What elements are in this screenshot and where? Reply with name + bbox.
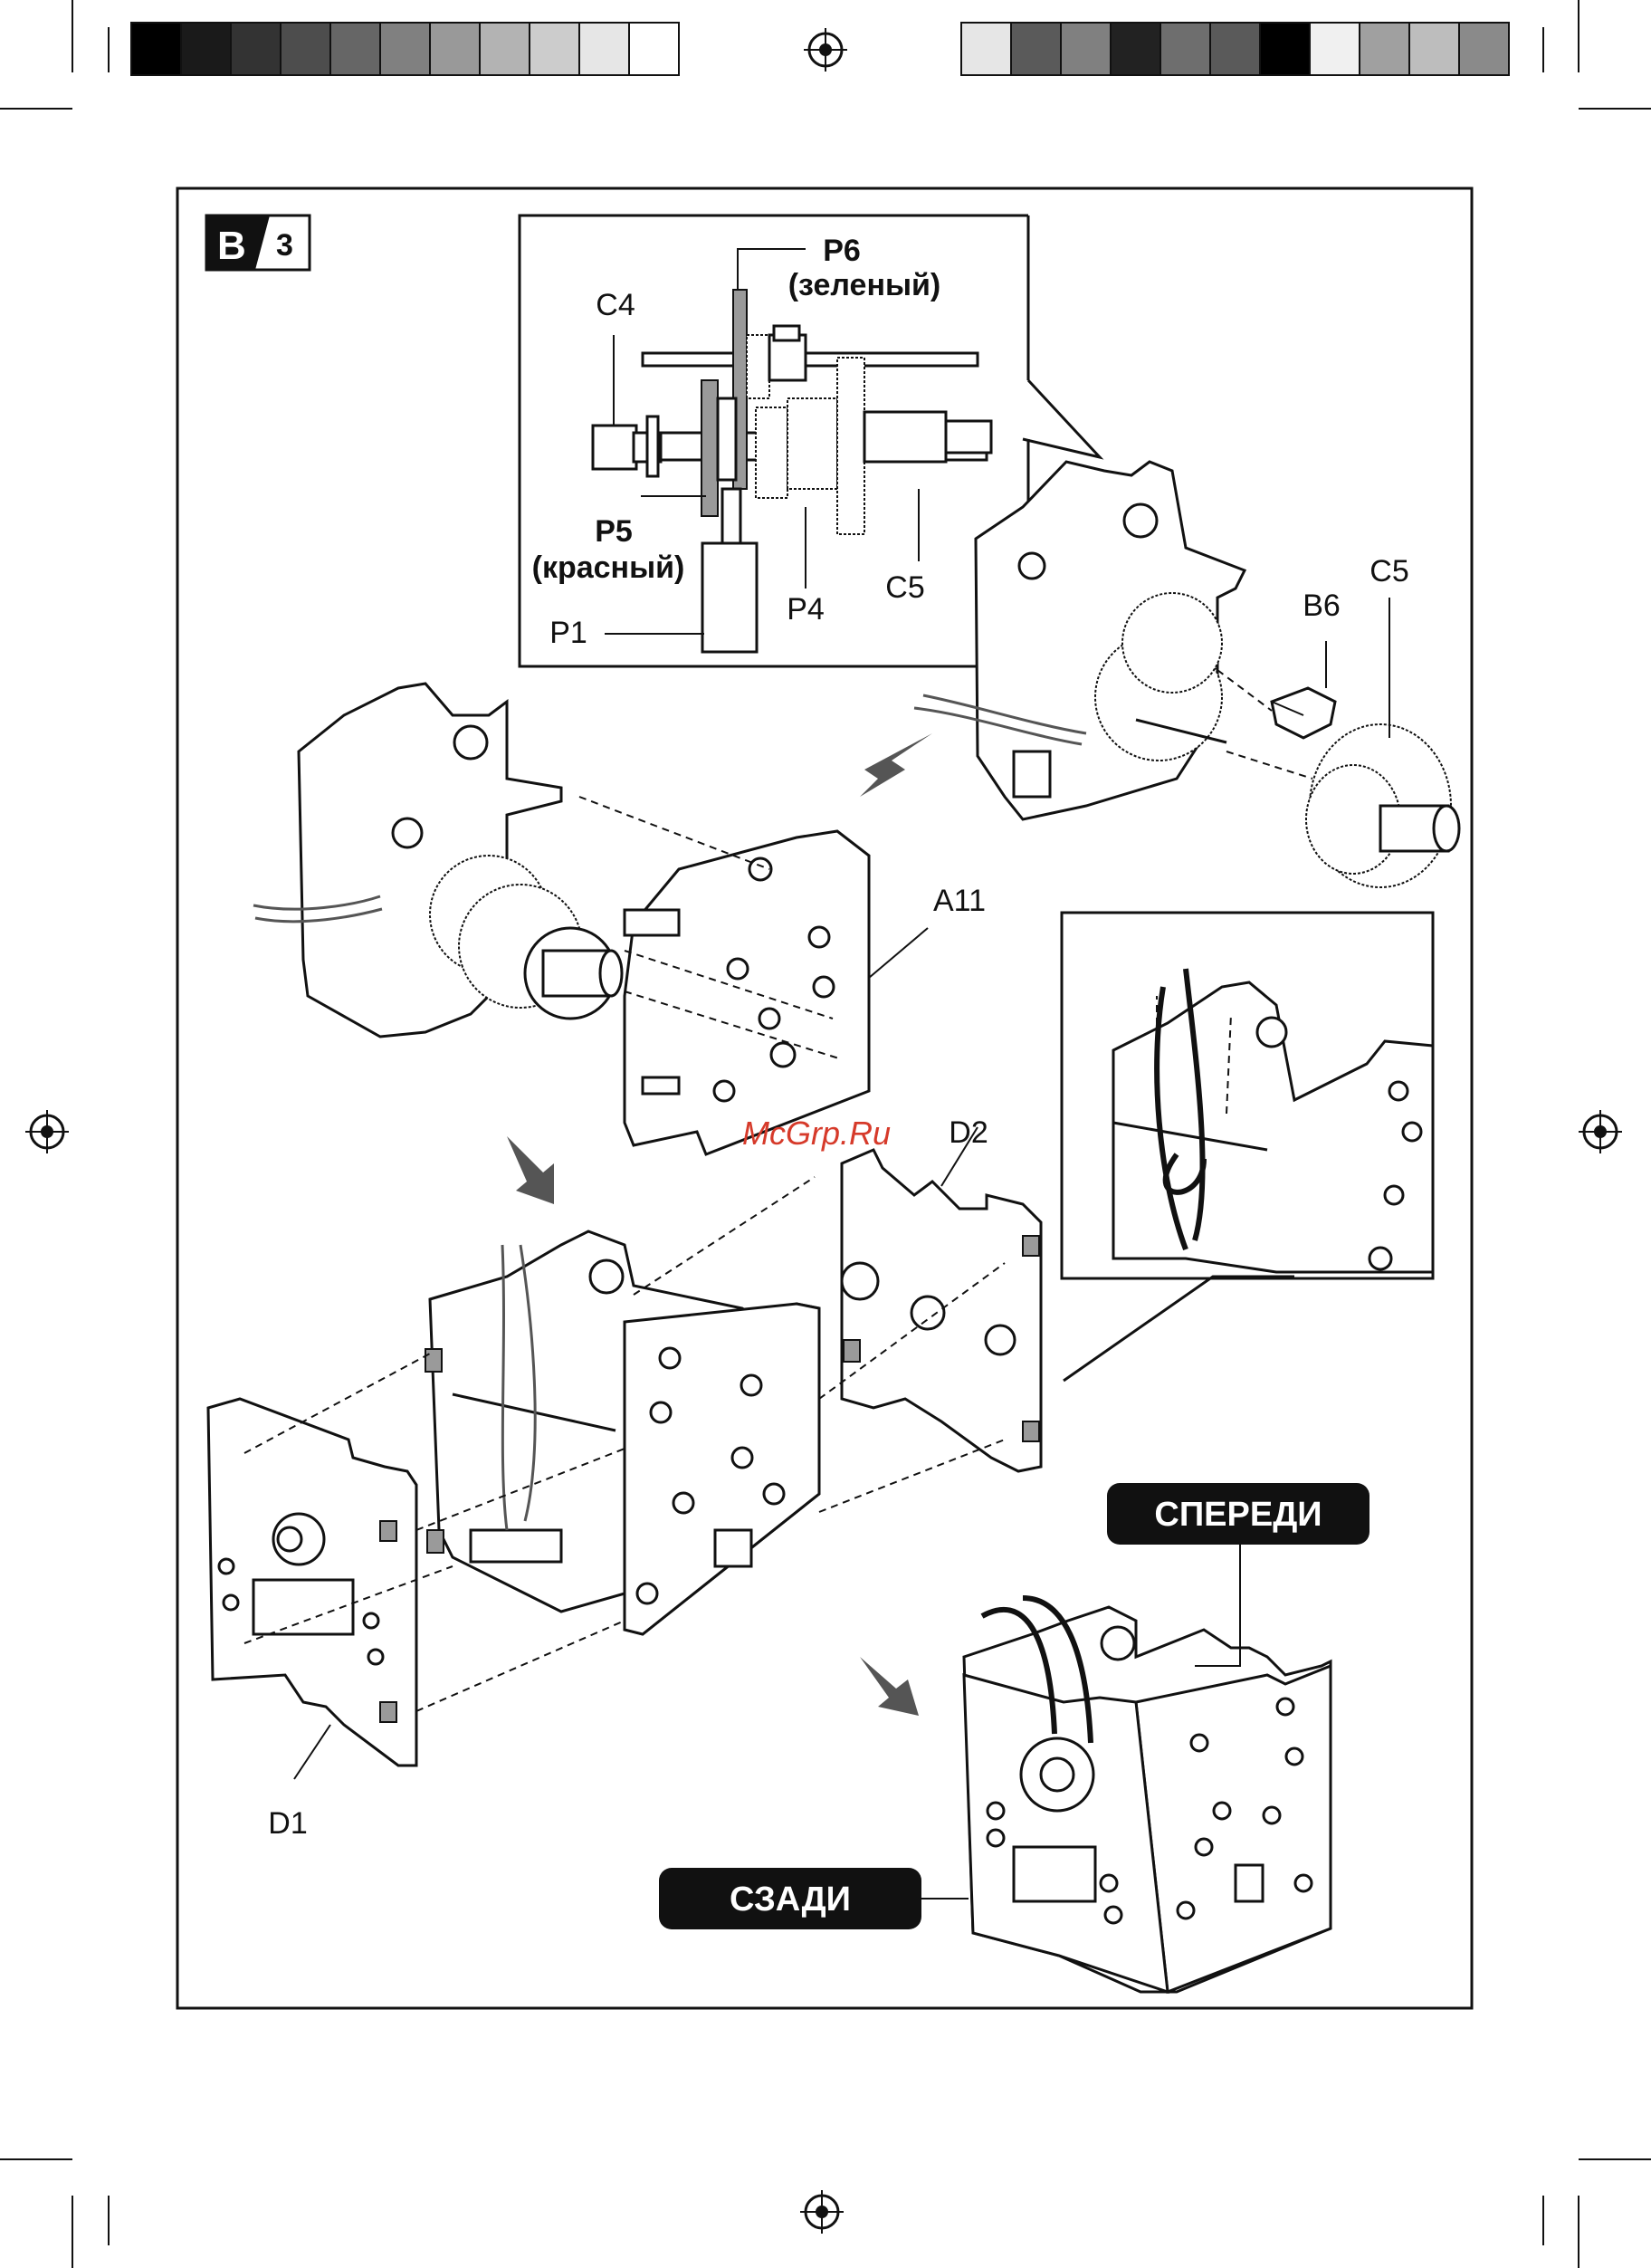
color-calibration-bar-right — [961, 23, 1509, 75]
registration-mark-top — [804, 28, 847, 72]
label-front-pill: СПЕРЕДИ — [1107, 1483, 1369, 1545]
watermark: McGrp.Ru — [742, 1115, 891, 1152]
gearbox-housing-middle — [425, 1231, 819, 1634]
label-back-pill: СЗАДИ — [659, 1868, 921, 1929]
calibration-swatch — [131, 23, 181, 75]
plate-a11 — [625, 831, 869, 1154]
calibration-swatch — [1360, 23, 1409, 75]
calibration-swatch — [1061, 23, 1111, 75]
calibration-swatch — [1011, 23, 1061, 75]
plate-d2 — [842, 1150, 1041, 1471]
calibration-swatch — [231, 23, 281, 75]
assembled-gearbox — [964, 1598, 1331, 1992]
label-p4: P4 — [787, 592, 825, 627]
calibration-swatch — [1409, 23, 1459, 75]
label-d1: D1 — [268, 1806, 307, 1841]
calibration-swatch — [380, 23, 430, 75]
part-b6 — [1272, 688, 1335, 738]
label-c5-inset: C5 — [885, 570, 924, 605]
color-calibration-bar-left — [131, 23, 679, 75]
label-c4: C4 — [596, 288, 635, 322]
registration-mark-right — [1579, 1110, 1622, 1153]
label-back: СЗАДИ — [730, 1880, 851, 1919]
calibration-swatch — [629, 23, 679, 75]
part-c5 — [1306, 724, 1459, 887]
calibration-swatch — [1111, 23, 1160, 75]
assembly-arrow-1 — [860, 733, 932, 797]
assembly-arrow-3 — [860, 1657, 919, 1716]
calibration-swatch — [1210, 23, 1260, 75]
label-b6: B6 — [1303, 589, 1341, 623]
label-p1: P1 — [549, 616, 587, 650]
registration-mark-left — [25, 1110, 69, 1153]
calibration-swatch — [530, 23, 579, 75]
registration-mark-bottom — [800, 2190, 844, 2234]
calibration-swatch — [579, 23, 629, 75]
label-p6: P6 — [823, 234, 861, 268]
wire-routing-inset — [1062, 913, 1433, 1278]
calibration-swatch — [1310, 23, 1360, 75]
step-number: 3 — [276, 228, 293, 263]
calibration-swatch — [1260, 23, 1310, 75]
calibration-swatch — [961, 23, 1011, 75]
plate-d1 — [208, 1399, 416, 1766]
step-badge: B 3 — [206, 215, 310, 270]
label-front: СПЕРЕДИ — [1154, 1496, 1322, 1534]
gearbox-housing-upper — [914, 462, 1245, 819]
gearbox-housing-left — [253, 684, 622, 1037]
label-c5: C5 — [1369, 554, 1408, 589]
calibration-swatch — [330, 23, 380, 75]
assembly-arrow-2 — [507, 1136, 554, 1204]
label-d2: D2 — [949, 1115, 988, 1150]
calibration-swatch — [480, 23, 530, 75]
label-a11: A11 — [933, 884, 986, 918]
calibration-swatch — [430, 23, 480, 75]
label-p6-color: (зеленый) — [788, 268, 941, 302]
label-p5: P5 — [595, 514, 633, 549]
calibration-swatch — [1160, 23, 1210, 75]
label-p5-color: (красный) — [532, 550, 685, 585]
calibration-swatch — [1459, 23, 1509, 75]
calibration-swatch — [281, 23, 330, 75]
step-letter: B — [217, 224, 246, 268]
calibration-swatch — [181, 23, 231, 75]
